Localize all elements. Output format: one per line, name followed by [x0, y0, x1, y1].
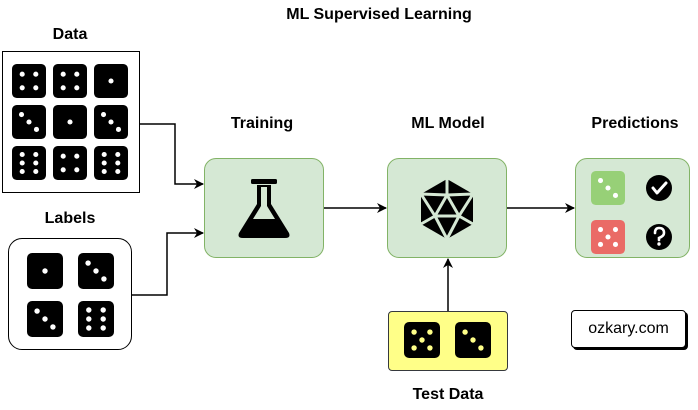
data-die — [53, 146, 87, 180]
data-die — [53, 64, 87, 98]
brand-box: ozkary.com — [571, 310, 686, 348]
data-to-training-arrow — [140, 123, 204, 189]
label-die — [78, 301, 114, 337]
test-data-label: Test Data — [412, 386, 484, 403]
diagram-title: ML Supervised Learning — [286, 6, 472, 23]
question-circle-icon — [646, 224, 672, 250]
test-die — [404, 322, 440, 358]
data-die — [12, 146, 46, 180]
data-die — [94, 64, 128, 98]
labels-to-training-arrow — [132, 228, 204, 296]
label-die — [27, 253, 63, 289]
brand-text: ozkary.com — [588, 320, 669, 337]
test-die — [455, 322, 491, 358]
prediction-die-correct — [591, 171, 625, 205]
data-die — [12, 64, 46, 98]
predictions-label: Predictions — [591, 115, 679, 132]
polyhedron-icon — [419, 179, 475, 240]
data-die — [53, 105, 87, 139]
data-label: Data — [52, 26, 88, 43]
model-label: ML Model — [411, 115, 485, 132]
label-die — [78, 253, 114, 289]
training-label: Training — [230, 115, 294, 132]
labels-label: Labels — [44, 210, 96, 227]
prediction-die-unknown — [591, 220, 625, 254]
data-die — [94, 105, 128, 139]
check-circle-icon — [646, 175, 672, 201]
flask-icon — [238, 179, 290, 238]
data-die — [94, 146, 128, 180]
data-die — [12, 105, 46, 139]
label-die — [27, 301, 63, 337]
